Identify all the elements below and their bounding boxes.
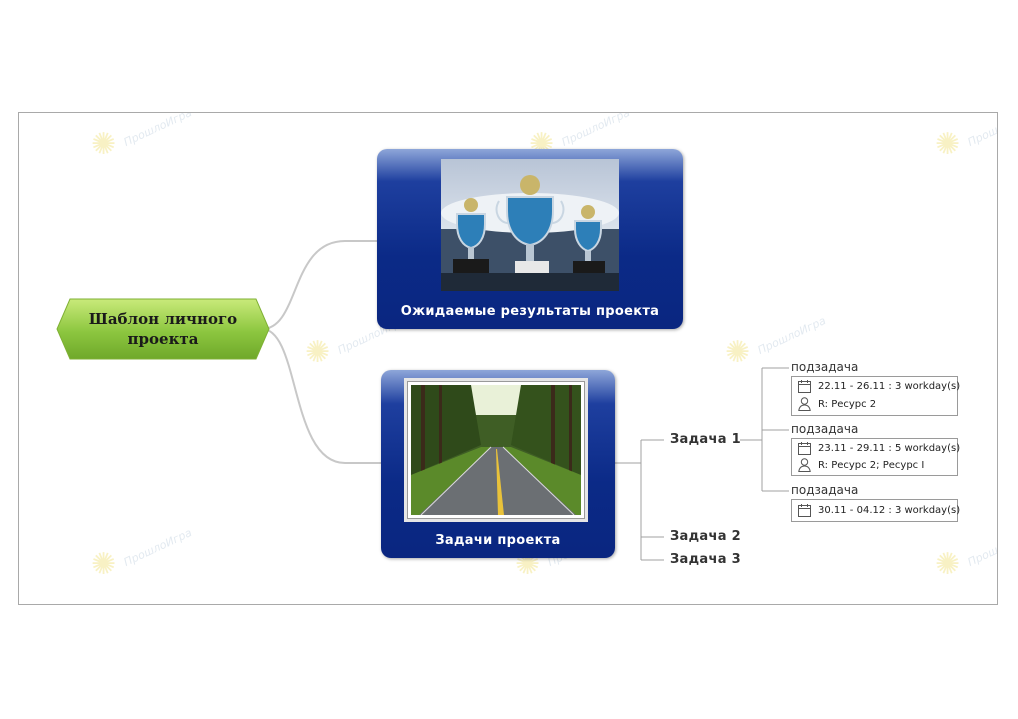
- sun-icon: ✺: [91, 547, 117, 582]
- task-3[interactable]: Задача 3: [670, 552, 741, 567]
- task-1[interactable]: Задача 1: [670, 432, 741, 447]
- calendar-icon: [798, 442, 811, 455]
- sun-icon: ✺: [725, 335, 751, 370]
- subtask-info-box: 30.11 - 04.12 : 3 workday(s): [791, 499, 961, 522]
- image-frame: [404, 378, 588, 522]
- calendar-icon: [798, 504, 811, 517]
- subtask-dates: 23.11 - 29.11 : 5 workday(s): [818, 443, 961, 454]
- central-topic-shape: [56, 298, 270, 360]
- sun-icon: ✺: [91, 127, 117, 162]
- subtask-resource: R: Ресурс 2: [818, 398, 877, 410]
- subtask-dates: 30.11 - 04.12 : 3 workday(s): [818, 505, 961, 516]
- watermark: ✺ПрошлоИгра: [935, 526, 998, 582]
- sun-icon: ✺: [305, 335, 331, 370]
- person-icon: [798, 397, 811, 411]
- topic-expected-results[interactable]: Ожидаемые результаты проекта: [377, 149, 683, 329]
- subtask-dates: 22.11 - 26.11 : 3 workday(s): [818, 381, 961, 392]
- watermark: ✺ПрошлоИгра: [91, 112, 194, 162]
- sun-icon: ✺: [935, 547, 961, 582]
- topic-title: Задачи проекта: [435, 533, 561, 548]
- subtask-info-box: 23.11 - 29.11 : 5 workday(s) R: Ресурс 2…: [791, 438, 961, 476]
- subtask-label[interactable]: подзадача: [791, 483, 859, 497]
- subtask-resource: R: Ресурс 2; Ресурс I: [818, 459, 925, 471]
- subtask-info-box: 22.11 - 26.11 : 3 workday(s) R: Ресурс 2: [791, 376, 961, 416]
- central-topic-line2: проекта: [127, 330, 199, 348]
- central-topic-line1: Шаблон личного: [88, 310, 238, 328]
- topic-title: Ожидаемые результаты проекта: [400, 304, 660, 319]
- task-2[interactable]: Задача 2: [670, 529, 741, 544]
- sun-icon: ✺: [935, 127, 961, 162]
- topic-project-tasks[interactable]: Задачи проекта: [381, 370, 615, 558]
- person-icon: [798, 458, 811, 472]
- subtask-label[interactable]: подзадача: [791, 422, 859, 436]
- subtask-label[interactable]: подзадача: [791, 360, 859, 374]
- watermark: ✺ПрошлоИгра: [935, 112, 998, 162]
- watermark: ✺ПрошлоИгра: [305, 314, 408, 370]
- trophy-cups-image: [441, 159, 619, 291]
- central-topic[interactable]: Шаблон личного проекта: [56, 298, 270, 360]
- forest-road-image: [411, 385, 581, 515]
- calendar-icon: [798, 380, 811, 393]
- watermark: ✺ПрошлоИгра: [725, 314, 828, 370]
- watermark: ✺ПрошлоИгра: [91, 526, 194, 582]
